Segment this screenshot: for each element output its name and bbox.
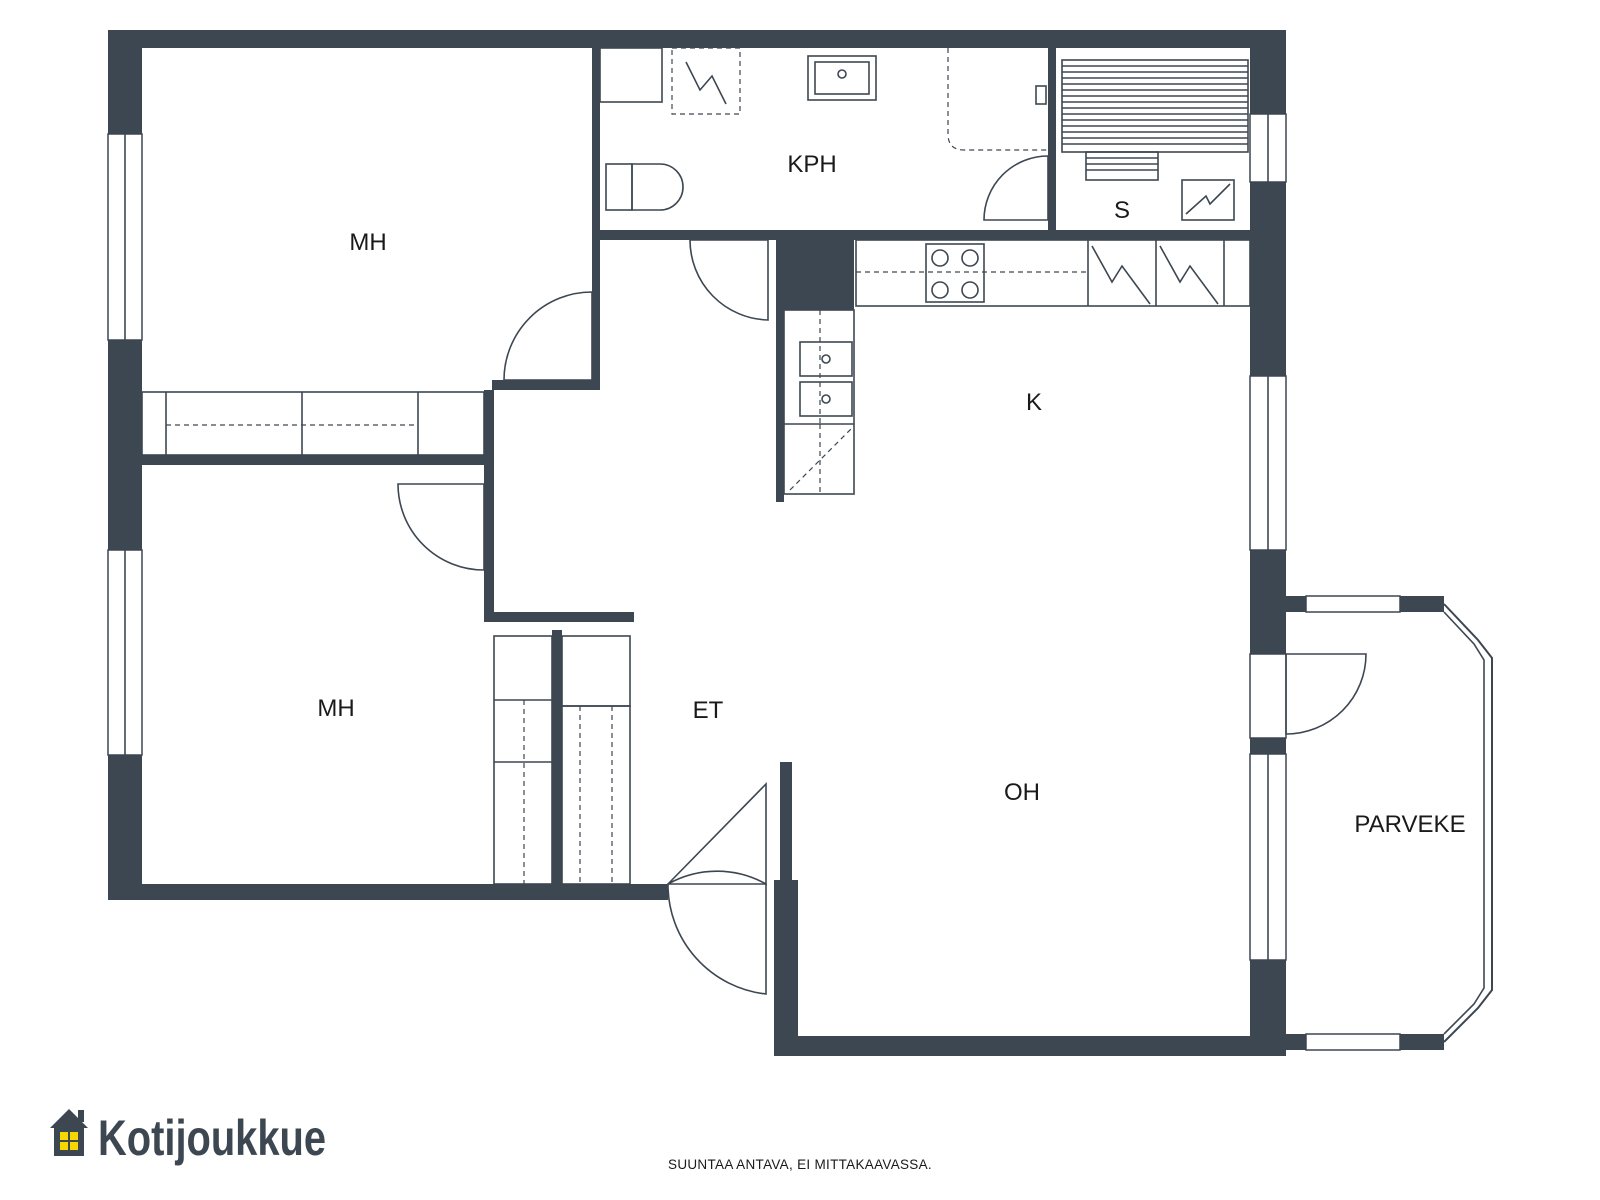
scale-disclaimer: SUUNTAA ANTAVA, EI MITTAKAAVASSA.: [668, 1157, 932, 1172]
room-label-k: K: [1026, 389, 1042, 416]
brand-logo: Kotijoukkue: [50, 1109, 326, 1166]
windows: [107, 113, 1287, 961]
room-label-mh-bottom: MH: [317, 695, 354, 722]
room-label-parveke: PARVEKE: [1354, 811, 1465, 838]
room-label-kph: KPH: [787, 151, 836, 178]
room-label-et: ET: [693, 697, 724, 724]
room-label-oh: OH: [1004, 779, 1040, 806]
interior-walls: [142, 48, 1250, 884]
brand-name: Kotijoukkue: [98, 1110, 326, 1166]
fixtures: [141, 47, 1251, 885]
doors: [397, 155, 1367, 995]
house-icon: [50, 1109, 88, 1156]
room-label-mh-top: MH: [349, 229, 386, 256]
balcony: [1286, 595, 1493, 1051]
room-labels: MH MH KPH S K ET OH PARVEKE: [317, 151, 1465, 838]
outer-walls: [108, 30, 1286, 1056]
room-label-s: S: [1114, 197, 1130, 224]
